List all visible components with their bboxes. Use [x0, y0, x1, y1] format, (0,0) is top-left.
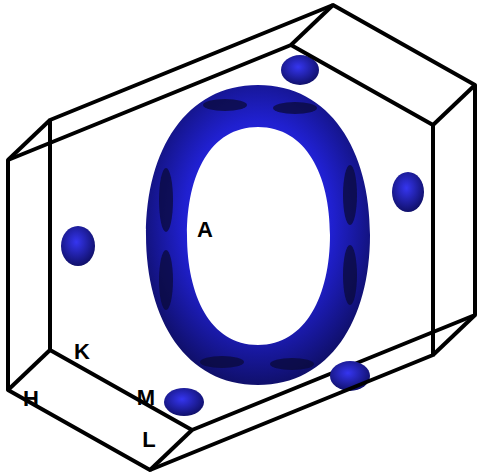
point-label: L — [142, 429, 155, 451]
point-label: H — [23, 388, 39, 410]
fermi-pockets — [61, 55, 424, 416]
point-label: M — [137, 387, 155, 409]
point-label: A — [197, 219, 213, 241]
back-face — [50, 5, 475, 430]
fermi-surface — [146, 85, 370, 385]
surface-shading — [159, 99, 357, 370]
point-label: K — [74, 341, 90, 363]
prism-edges — [8, 5, 475, 470]
front-face — [8, 45, 433, 470]
